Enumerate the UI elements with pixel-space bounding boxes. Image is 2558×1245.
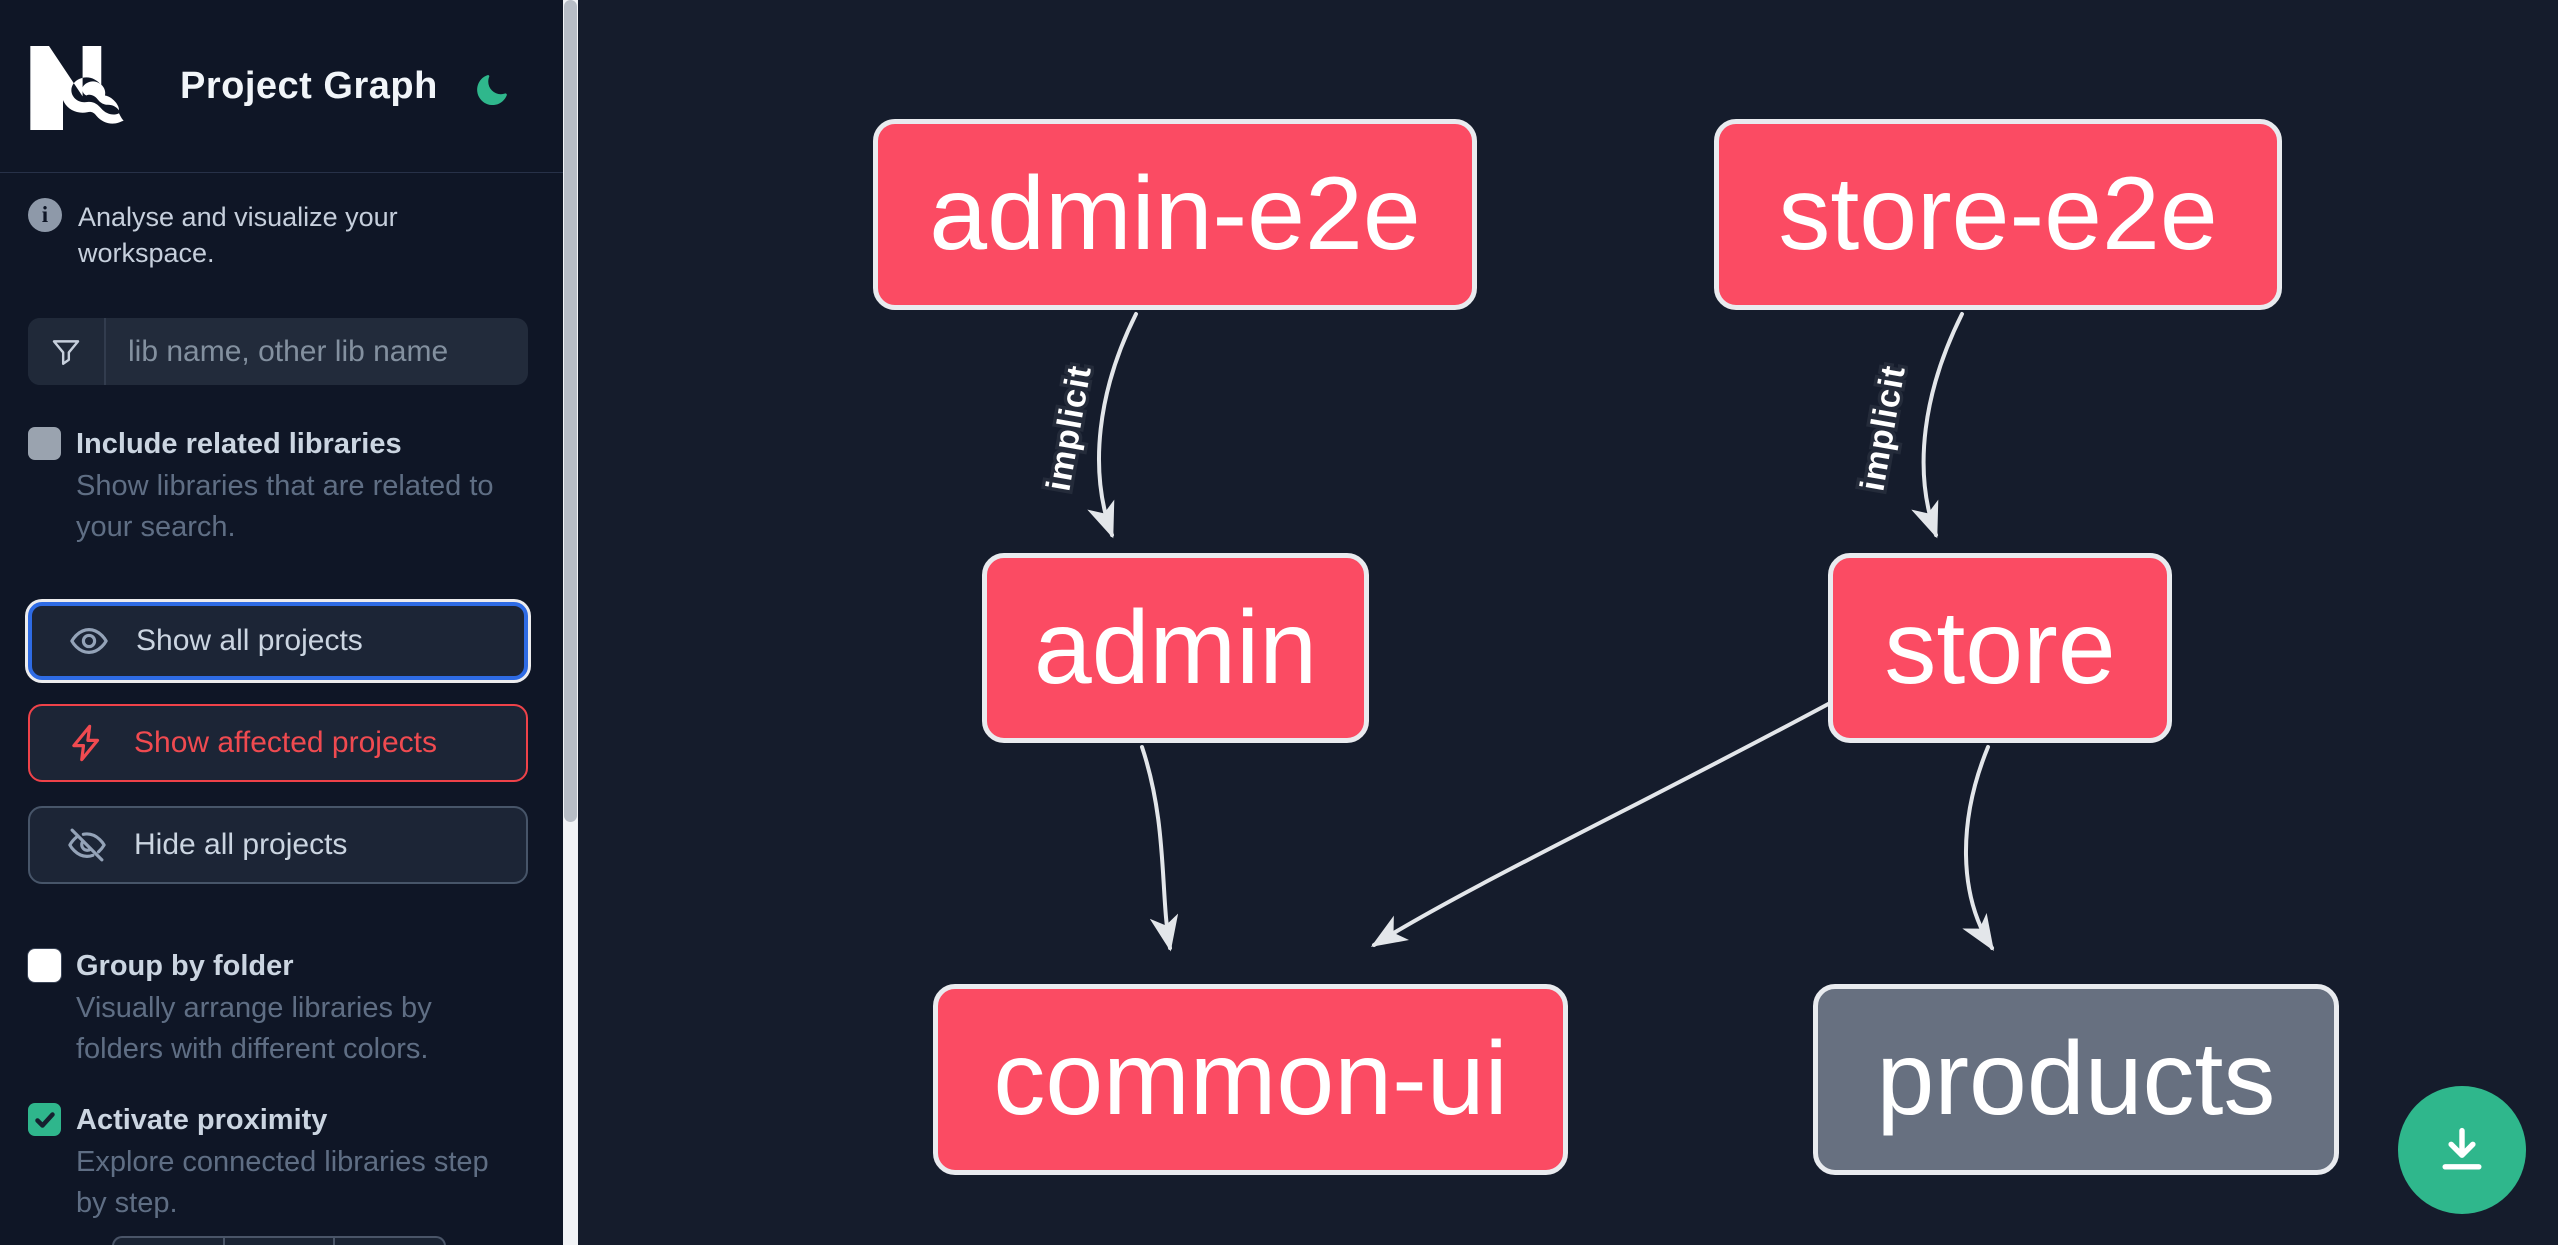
node-products-label: products — [1876, 1021, 2276, 1137]
node-admin-e2e-label: admin-e2e — [929, 156, 1421, 272]
node-common-ui-label: common-ui — [993, 1021, 1508, 1137]
toggle-group-by-folder: Group by folder Visually arrange librari… — [28, 946, 538, 1070]
include-related-description: Show libraries that are related to your … — [76, 470, 494, 543]
activate-proximity-label: Activate proximity — [76, 1104, 328, 1136]
node-store-e2e-label: store-e2e — [1778, 156, 2218, 272]
stepper-increment-button[interactable] — [335, 1238, 444, 1245]
toggle-include-related-libraries: Include related libraries Show libraries… — [28, 424, 538, 548]
workspace-info-text: Analyse and visualize your workspace. — [78, 202, 398, 268]
sidebar: Project Graph i Analyse and visualize yo… — [0, 0, 563, 1245]
search-input[interactable] — [106, 318, 528, 385]
include-related-label: Include related libraries — [76, 428, 402, 460]
sidebar-scrollbar-track[interactable] — [563, 0, 578, 1245]
toggle-activate-proximity: Activate proximity Explore connected lib… — [28, 1100, 538, 1224]
hide-all-projects-button[interactable]: Hide all projects — [28, 806, 528, 884]
hide-all-projects-label: Hide all projects — [134, 828, 348, 861]
sidebar-scrollbar-thumb[interactable] — [564, 0, 577, 822]
node-admin-label: admin — [1033, 589, 1318, 706]
activate-proximity-checkbox[interactable] — [28, 1103, 61, 1136]
eye-icon — [70, 628, 108, 654]
node-admin-e2e[interactable]: admin-e2e — [873, 119, 1477, 310]
workspace-info: i Analyse and visualize your workspace. — [28, 198, 538, 271]
show-all-projects-label: Show all projects — [136, 624, 363, 657]
node-products[interactable]: products — [1813, 984, 2339, 1175]
page-title: Project Graph — [180, 65, 438, 107]
node-store[interactable]: store — [1828, 553, 2172, 743]
show-affected-projects-button[interactable]: Show affected projects — [28, 704, 528, 782]
activate-proximity-description: Explore connected libraries step by step… — [76, 1146, 489, 1219]
filter-funnel-icon — [28, 318, 106, 385]
node-admin[interactable]: admin — [982, 553, 1369, 743]
sidebar-header: Project Graph — [0, 0, 563, 173]
info-icon: i — [28, 198, 62, 232]
bolt-icon — [72, 724, 100, 762]
node-store-label: store — [1884, 589, 2116, 706]
eye-slash-icon — [68, 828, 106, 862]
group-by-folder-checkbox[interactable] — [28, 949, 61, 982]
node-common-ui[interactable]: common-ui — [933, 984, 1568, 1175]
stepper-value — [225, 1238, 336, 1245]
show-affected-projects-label: Show affected projects — [134, 726, 437, 759]
theme-toggle-moon-icon[interactable] — [472, 70, 510, 108]
include-related-checkbox[interactable] — [28, 427, 61, 460]
show-all-projects-button[interactable]: Show all projects — [28, 602, 528, 680]
group-by-folder-description: Visually arrange libraries by folders wi… — [76, 992, 432, 1065]
search-box[interactable] — [28, 318, 528, 385]
node-store-e2e[interactable]: store-e2e — [1714, 119, 2282, 310]
download-graph-button[interactable] — [2398, 1086, 2526, 1214]
download-icon — [2442, 1127, 2482, 1170]
check-icon — [34, 1111, 55, 1128]
stepper-decrement-button[interactable] — [114, 1238, 225, 1245]
nx-logo-icon — [30, 46, 124, 130]
proximity-stepper — [112, 1236, 446, 1245]
group-by-folder-label: Group by folder — [76, 950, 294, 982]
